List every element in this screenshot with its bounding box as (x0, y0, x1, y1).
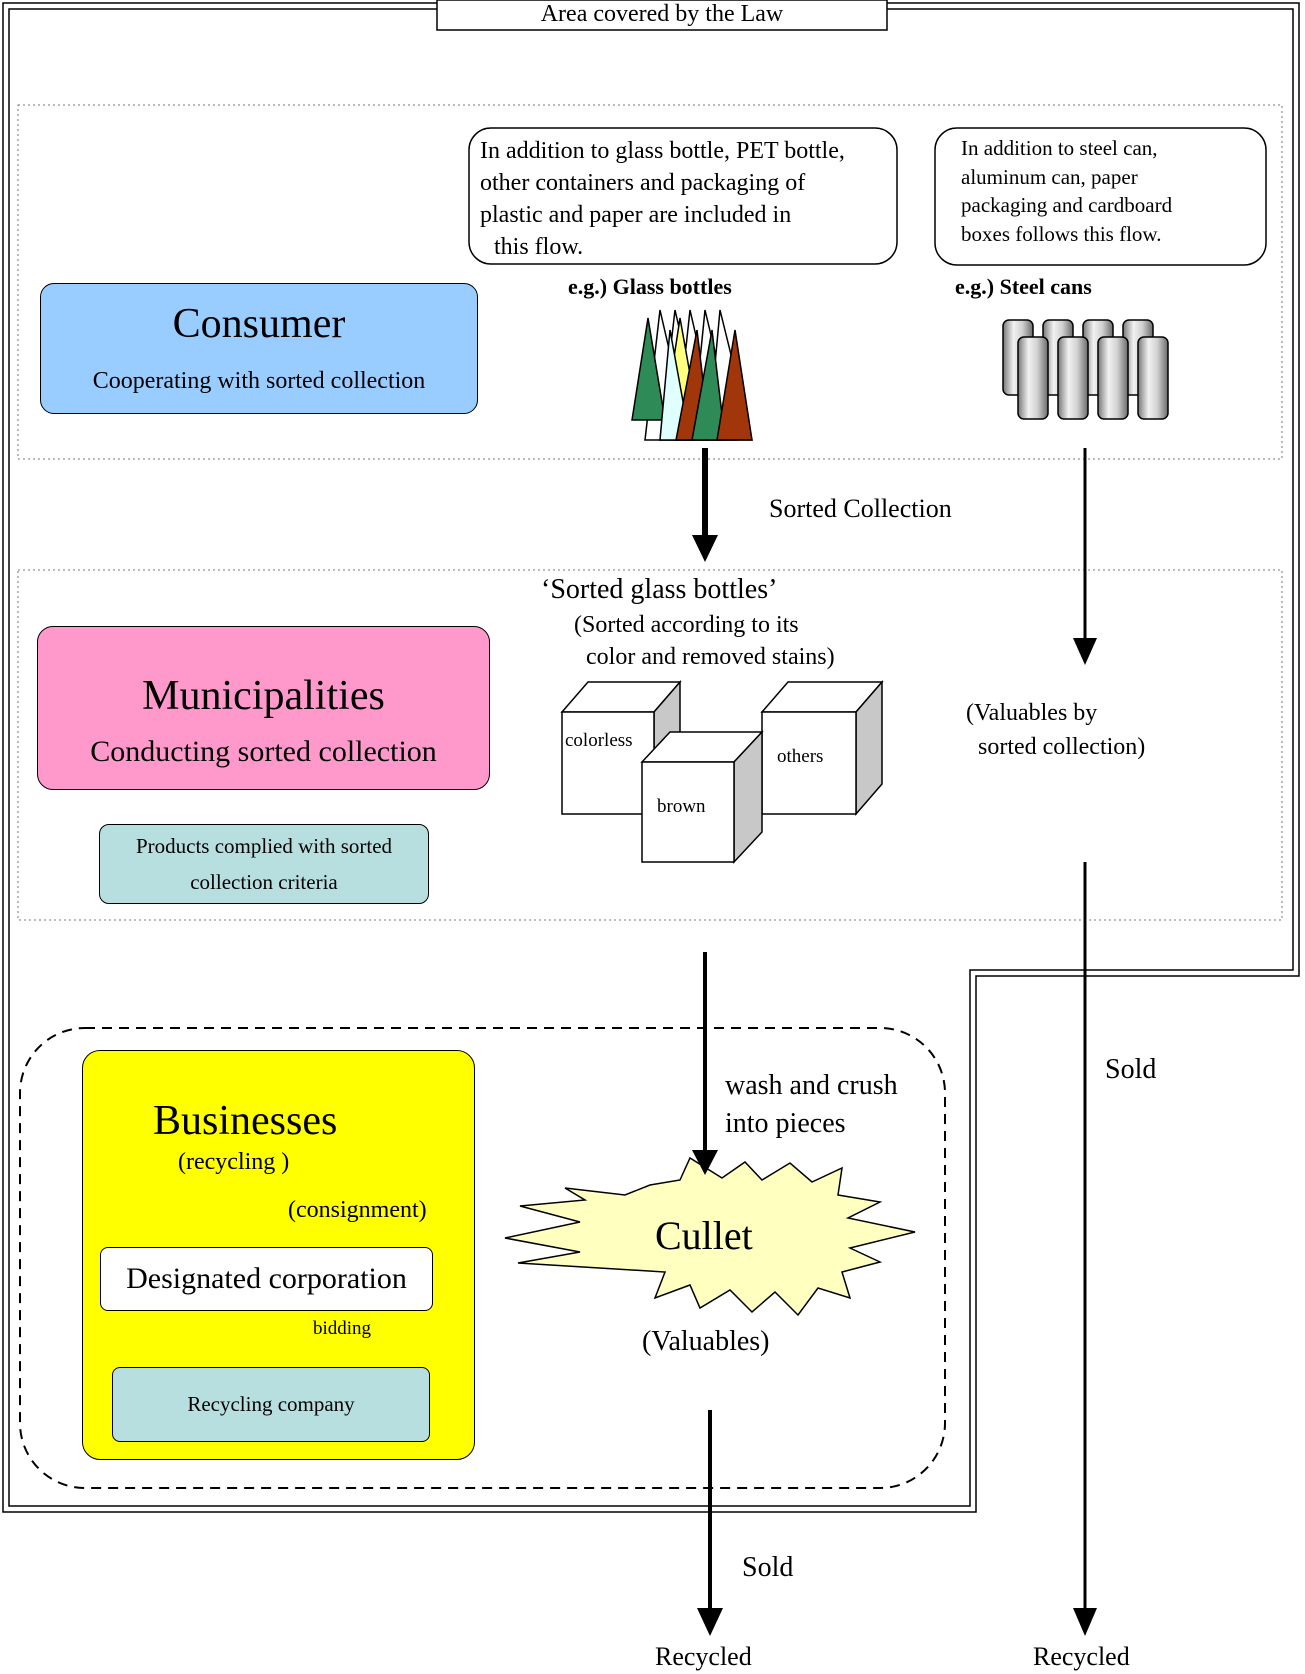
businesses-recycling: (recycling ) (178, 1149, 290, 1175)
recycled-left-label: Recycled (655, 1642, 752, 1671)
law-area-border (2, 2, 1300, 1513)
municipalities-box: Municipalities Conducting sorted collect… (37, 626, 490, 790)
criteria-line-2: collection criteria (190, 870, 338, 894)
businesses-consignment: (consignment) (288, 1197, 427, 1223)
sold-bottom-label: Sold (742, 1552, 794, 1583)
consumer-box: Consumer Cooperating with sorted collect… (40, 283, 478, 414)
business-region (19, 1027, 946, 1489)
municipal-region (17, 569, 1283, 921)
criteria-box: Products complied with sorted collection… (99, 824, 429, 904)
recycled-right-label: Recycled (1033, 1642, 1130, 1671)
steel-note-line-1: In addition to steel can, (961, 136, 1158, 160)
glass-note-line-1: In addition to glass bottle, PET bottle, (480, 138, 845, 164)
cullet-label: Cullet (655, 1213, 753, 1258)
businesses-title: Businesses (153, 1098, 338, 1144)
cube-others-label: others (777, 746, 824, 767)
glass-example-label: e.g.) Glass bottles (568, 274, 732, 299)
steel-cans-icon (1002, 319, 1169, 420)
glass-note-line-2: other containers and packaging of (480, 170, 806, 196)
municipalities-subtitle: Conducting sorted collection (90, 735, 437, 768)
cullet-burst (504, 1156, 916, 1317)
glass-note-bubble (468, 127, 898, 265)
designated-corporation-label: Designated corporation (126, 1262, 407, 1295)
recycling-company-box: Recycling company (112, 1367, 430, 1442)
designated-corporation-box: Designated corporation (100, 1247, 433, 1311)
glass-note-line-3: plastic and paper are included in (480, 202, 792, 228)
sorted-glass-note-1: (Sorted according to its (574, 612, 799, 638)
cube-brown (640, 730, 764, 864)
cube-others (760, 679, 884, 817)
consumer-region (17, 104, 1283, 460)
steel-note-bubble (934, 127, 1267, 266)
cullet-valuables: (Valuables) (642, 1326, 770, 1357)
criteria-line-1: Products complied with sorted (135, 834, 393, 858)
valuables-sorted-line-2: sorted collection) (978, 734, 1146, 760)
consumer-title: Consumer (172, 301, 346, 347)
steel-example-label: e.g.) Steel cans (955, 274, 1092, 299)
sorted-collection-label: Sorted Collection (769, 494, 952, 523)
sold-right-label: Sold (1105, 1054, 1157, 1085)
sorted-glass-note-2: color and removed stains) (586, 644, 835, 670)
cube-colorless-label: colorless (565, 730, 633, 751)
law-area-label: Area covered by the Law (540, 1, 784, 27)
sorted-glass-title: ‘Sorted glass bottles’ (541, 574, 778, 605)
businesses-bidding: bidding (313, 1318, 372, 1339)
recycling-company-label: Recycling company (187, 1392, 355, 1416)
cube-brown-label: brown (657, 796, 706, 817)
wash-line-1: wash and crush (725, 1070, 898, 1101)
valuables-sorted-line-1: (Valuables by (966, 700, 1098, 726)
steel-note-line-3: packaging and cardboard (961, 193, 1173, 217)
municipalities-title: Municipalities (142, 673, 385, 719)
steel-note-line-2: aluminum can, paper (961, 165, 1138, 189)
consumer-subtitle: Cooperating with sorted collection (92, 368, 426, 394)
steel-note-line-4: boxes follows this flow. (961, 222, 1162, 246)
law-area-label-box (436, 0, 888, 31)
wash-line-2: into pieces (725, 1108, 846, 1139)
glass-note-line-4: this flow. (494, 234, 584, 260)
glass-bottles-icon (631, 309, 753, 441)
